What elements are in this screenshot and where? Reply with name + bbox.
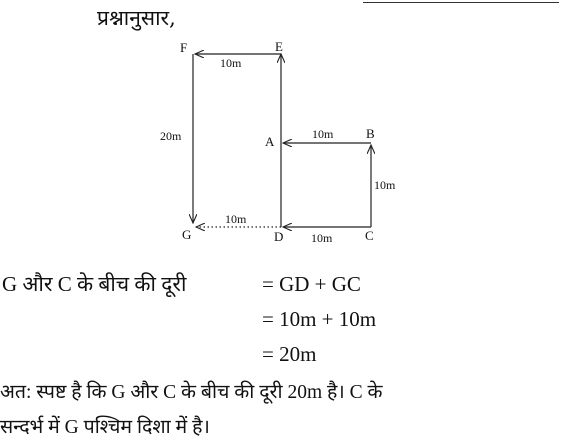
heading: प्रश्नानुसार, bbox=[97, 6, 176, 30]
point-a: A bbox=[265, 134, 275, 149]
calc-line-1: = GD + GC bbox=[262, 272, 361, 296]
calc-line-2: = 10m + 10m bbox=[262, 307, 377, 331]
distance-bc: 10m bbox=[374, 178, 396, 192]
direction-diagram: F E A B G D C 10m 20m 10m 10m 10m 10m bbox=[160, 39, 396, 245]
point-g: G bbox=[182, 227, 191, 242]
point-c: C bbox=[365, 228, 374, 243]
point-b: B bbox=[366, 126, 375, 141]
distance-ab: 10m bbox=[312, 127, 334, 141]
distance-gd: 10m bbox=[225, 212, 247, 226]
distance-dc: 10m bbox=[311, 231, 333, 245]
point-e: E bbox=[275, 39, 283, 54]
distance-fe: 10m bbox=[220, 56, 242, 70]
point-f: F bbox=[180, 40, 187, 55]
conclusion-line-1: अत: स्पष्ट है कि G और C के बीच की दूरी 2… bbox=[0, 382, 383, 403]
distance-fg: 20m bbox=[160, 129, 182, 143]
calc-line-3: = 20m bbox=[262, 342, 317, 366]
point-d: D bbox=[274, 229, 283, 244]
calc-label: G और C के बीच की दूरी bbox=[2, 272, 187, 296]
top-rule bbox=[363, 2, 559, 3]
conclusion-line-2: सन्दर्भ में G पश्चिम दिशा में है। bbox=[0, 417, 210, 438]
